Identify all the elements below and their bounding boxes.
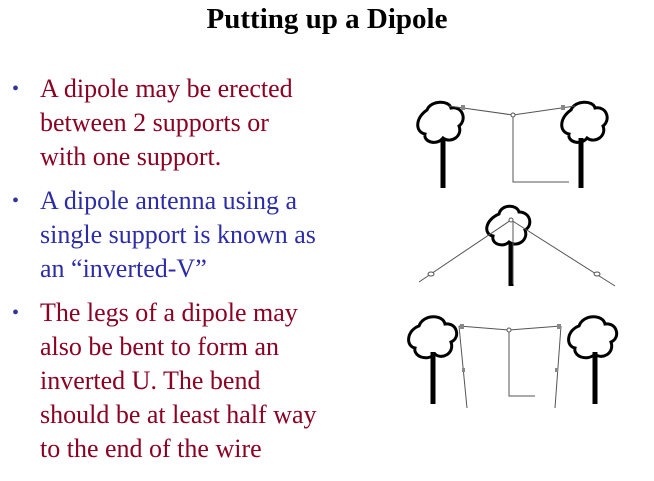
bullet-line: also be bent to form an <box>40 332 279 361</box>
feedline <box>512 117 569 183</box>
bullet-marker: • <box>12 190 20 212</box>
left-tree-icon <box>407 315 459 404</box>
bullet-line: inverted U. The bend <box>40 366 261 395</box>
inverted-v-single-support-diagram <box>418 204 616 287</box>
bullet-line: single support is known as <box>40 220 316 249</box>
right-tree-icon <box>560 100 609 188</box>
single-tree-icon <box>485 204 532 286</box>
bullet-item-inverted-v: • A dipole antenna using a single suppor… <box>10 184 370 286</box>
left-tree-icon <box>416 100 465 188</box>
slide-title: Putting up a Dipole <box>206 3 448 35</box>
bullet-item-inverted-u: • The legs of a dipole may also be bent … <box>10 296 370 466</box>
bullet-line: A dipole may be erected <box>40 74 293 103</box>
bullet-line: between 2 supports or <box>40 108 269 137</box>
bullet-marker: • <box>12 78 20 100</box>
bullet-list: • A dipole may be erected between 2 supp… <box>10 72 370 476</box>
bullet-line: to the end of the wire <box>40 434 262 463</box>
bullet-line: The legs of a dipole may <box>40 298 298 327</box>
dipole-between-two-supports-diagram <box>416 100 609 188</box>
right-tree-icon <box>567 315 619 404</box>
inverted-v-wire <box>418 217 616 287</box>
inverted-u-dipole-diagram <box>407 315 619 409</box>
bullet-marker: • <box>12 302 20 324</box>
bullet-line: should be at least half way <box>40 400 317 429</box>
bullet-line: A dipole antenna using a <box>40 186 298 215</box>
dipole-wire <box>448 105 576 118</box>
bullet-line: an “inverted-V” <box>40 254 207 283</box>
inverted-u-wire <box>458 324 562 409</box>
bullet-item-two-supports: • A dipole may be erected between 2 supp… <box>10 72 370 174</box>
bullet-line: with one support. <box>40 142 222 171</box>
feedline <box>508 332 535 397</box>
